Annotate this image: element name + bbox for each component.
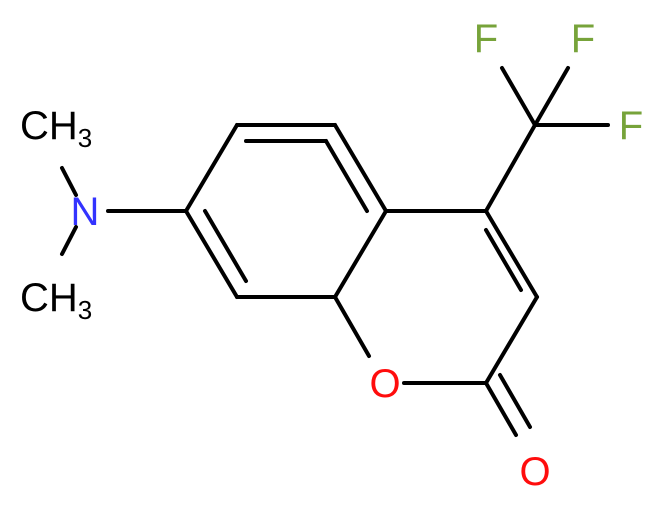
bond-c4-c3-inner (484, 228, 523, 292)
methyl-top-label: CH3 (20, 104, 92, 153)
atom-f3: F (619, 104, 643, 148)
methyl-top-base: CH (20, 104, 78, 148)
bond-c2-o-carbonyl-double (498, 373, 532, 429)
bond-c6-c7 (184, 123, 239, 213)
bond-c7-c8 (184, 209, 239, 299)
bond-c4-c3 (484, 209, 539, 299)
bond-cf3-f1 (500, 66, 537, 127)
bond-c2-o-carbonyl (484, 381, 518, 437)
bond-c4a-c5 (333, 123, 388, 213)
atom-f1: F (474, 17, 498, 61)
methyl-bottom-label: CH3 (20, 276, 92, 325)
bond-c3-c2 (484, 295, 539, 385)
atom-n: N (71, 190, 100, 234)
bond-o1-c8a (333, 295, 371, 358)
methyl-bottom-subscript: 3 (78, 295, 92, 325)
methyl-top-subscript: 3 (78, 123, 92, 153)
atom-o-ring: O (369, 362, 400, 406)
bond-n-me-top (60, 166, 78, 197)
bond-c7-c8-inner (203, 209, 248, 283)
atom-o-carbonyl: O (519, 450, 550, 494)
bond-cf3-f2 (533, 66, 570, 127)
bond-c8a-c4a (333, 209, 388, 299)
bond-c4a-c5-inner (324, 139, 369, 213)
bond-n-me-bottom (60, 225, 78, 256)
atom-f2: F (571, 17, 595, 61)
bond-c4-cf3 (484, 123, 537, 213)
methyl-bottom-base: CH (20, 276, 78, 320)
